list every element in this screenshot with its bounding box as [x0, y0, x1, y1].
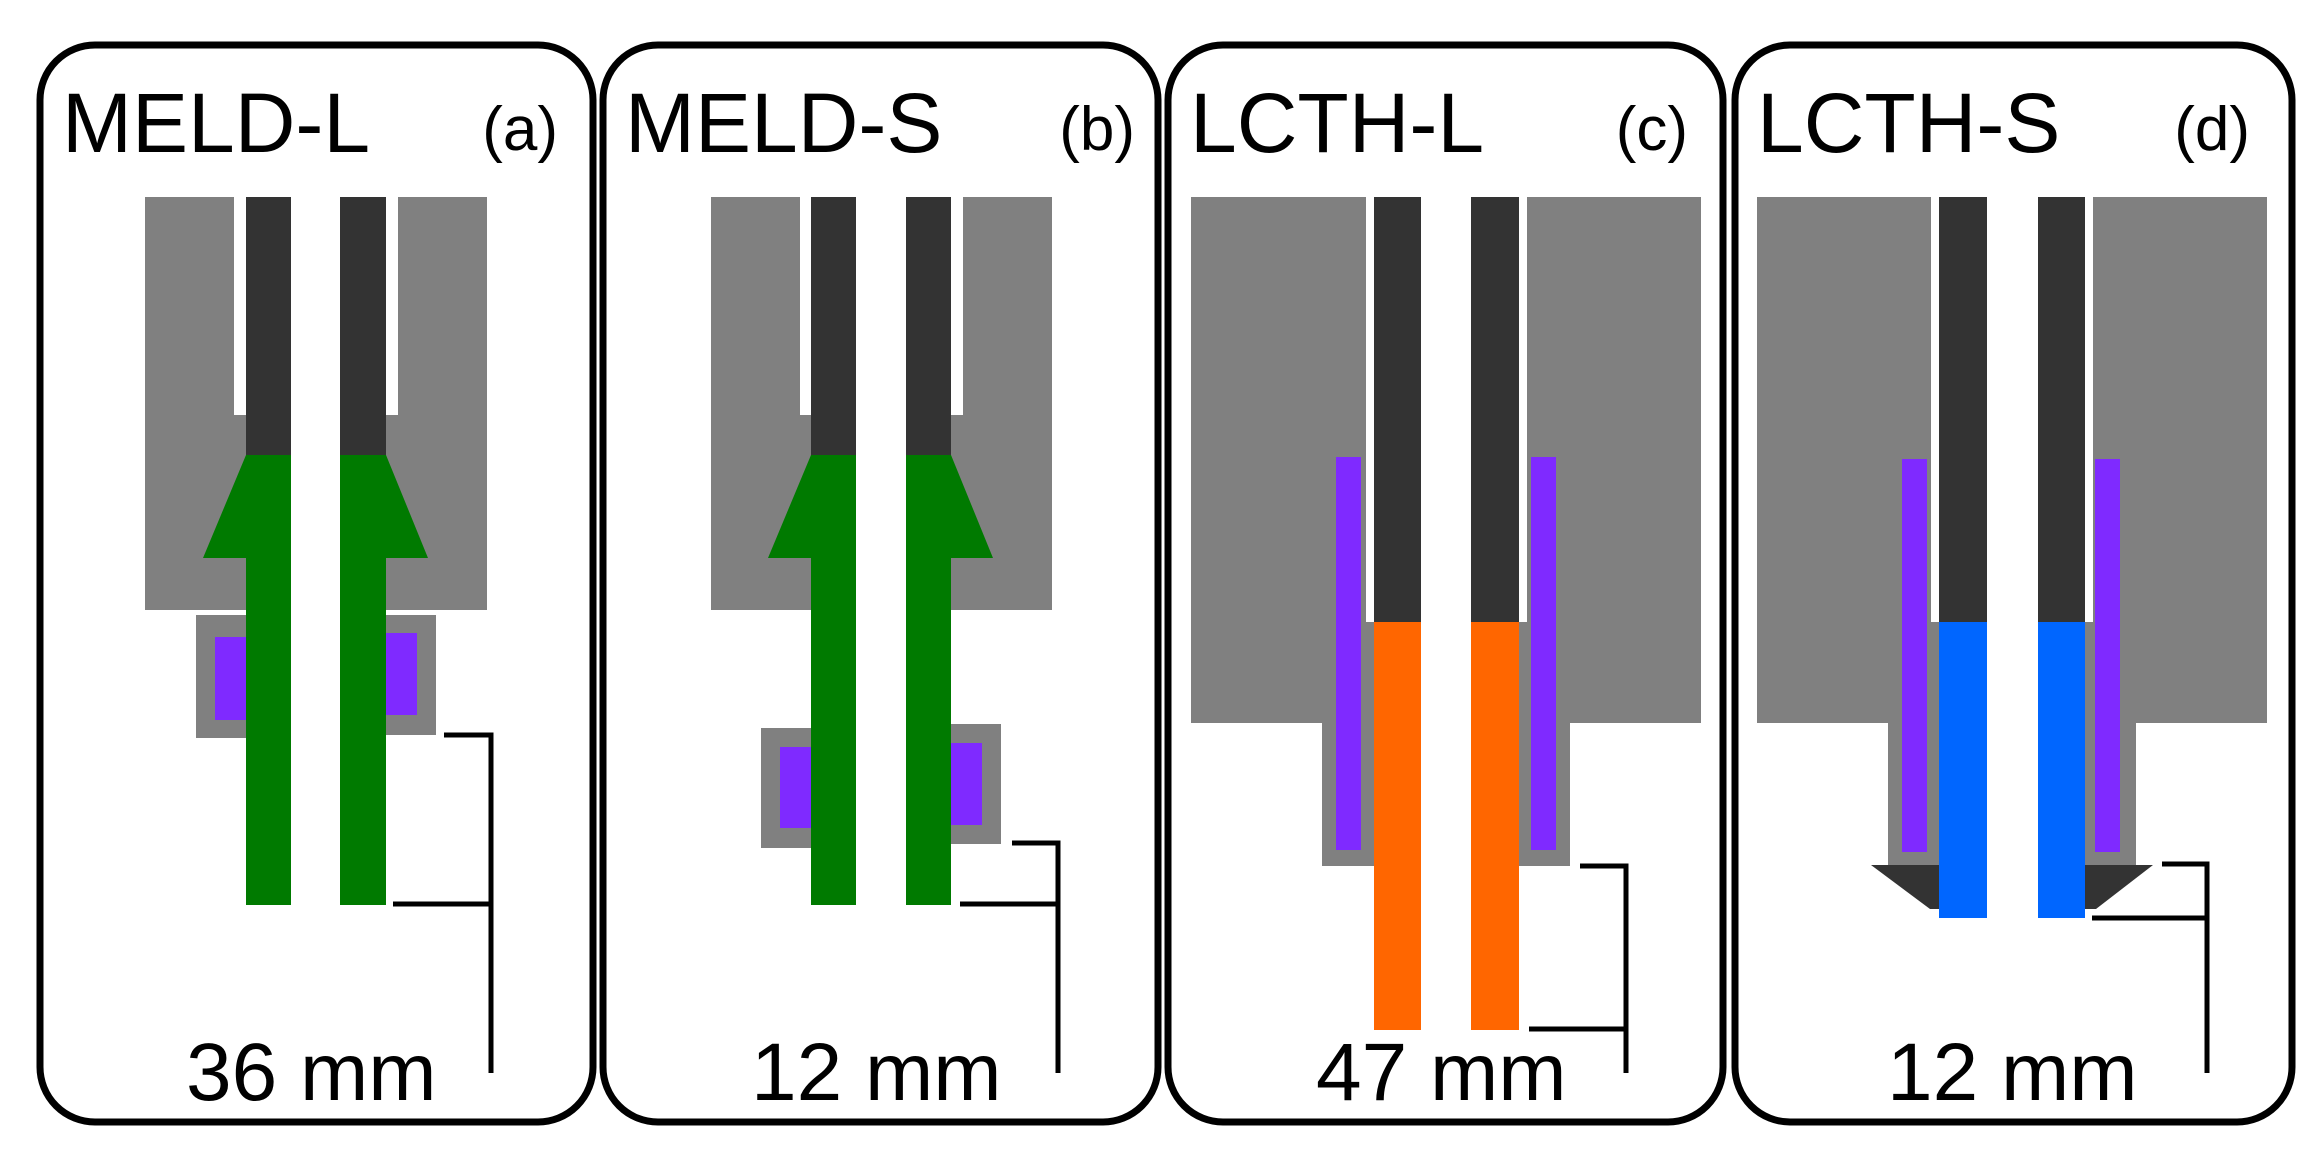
panel-title: MELD-S — [625, 76, 942, 170]
dimension-bracket — [1580, 863, 1629, 1073]
panel-tag: (a) — [482, 95, 558, 164]
feed-arrow-right-icon — [906, 455, 993, 905]
center-bore — [1421, 197, 1471, 866]
rod-right — [906, 197, 951, 455]
heater-coil-right — [2095, 459, 2120, 852]
heater-coil-right — [951, 743, 982, 825]
material-left — [1939, 622, 1987, 918]
heater-coil-left — [780, 747, 811, 828]
material-right — [2038, 622, 2085, 918]
panel-d: LCTH-S (d) 12 mm — [1731, 41, 2296, 1126]
heater-coil-right — [386, 633, 417, 715]
housing-slot-left — [234, 197, 246, 415]
panel-tag: (d) — [2174, 95, 2250, 164]
dimension-label: 12 mm — [751, 1027, 1002, 1118]
housing-slot-right — [386, 197, 398, 415]
rod-right — [1471, 197, 1519, 622]
feed-arrow-left-icon — [203, 455, 291, 905]
panel-tag: (c) — [1616, 95, 1688, 164]
nozzle-tip-right — [2085, 865, 2153, 909]
dimension-label: 36 mm — [186, 1027, 437, 1118]
housing-slot-left — [1931, 197, 1939, 622]
heater-coil-right — [1531, 457, 1556, 850]
panel-title: LCTH-S — [1757, 76, 2060, 170]
center-bore — [856, 197, 906, 610]
rod-left — [246, 197, 291, 455]
heater-coil-left — [1902, 459, 1927, 852]
rod-right — [340, 197, 386, 455]
feed-arrow-left-icon — [768, 455, 856, 905]
housing-slot-right — [951, 197, 963, 415]
center-bore — [291, 197, 340, 610]
rod-left — [1939, 197, 1987, 622]
panel-title: LCTH-L — [1190, 76, 1484, 170]
nozzle-tip-left — [1871, 865, 1939, 909]
housing-slot-left — [1366, 197, 1374, 622]
dimension-bracket — [1012, 840, 1061, 1073]
panel-tag: (b) — [1059, 95, 1135, 164]
heater-coil-left — [215, 637, 246, 720]
panel-c: LCTH-L (c) 47 mm — [1164, 41, 1727, 1126]
dimension-bracket — [444, 732, 494, 1073]
rod-left — [1374, 197, 1421, 622]
heater-coil-left — [1336, 457, 1361, 850]
feed-arrow-right-icon — [340, 455, 428, 905]
rod-right — [2038, 197, 2085, 622]
panel-b: MELD-S (b) 12 mm — [599, 41, 1162, 1126]
center-bore — [1987, 197, 2038, 919]
dimension-label: 47 mm — [1316, 1027, 1567, 1118]
material-left — [1374, 622, 1421, 1030]
housing-slot-right — [1519, 197, 1527, 622]
material-right — [1471, 622, 1519, 1030]
dimension-bracket — [2162, 861, 2210, 1073]
housing-slot-left — [800, 197, 811, 415]
panel-a: MELD-L (a) 36 mm — [36, 41, 597, 1126]
rod-left — [811, 197, 856, 455]
panel-title: MELD-L — [62, 76, 370, 170]
housing-slot-right — [2085, 197, 2093, 622]
dimension-label: 12 mm — [1887, 1027, 2138, 1118]
